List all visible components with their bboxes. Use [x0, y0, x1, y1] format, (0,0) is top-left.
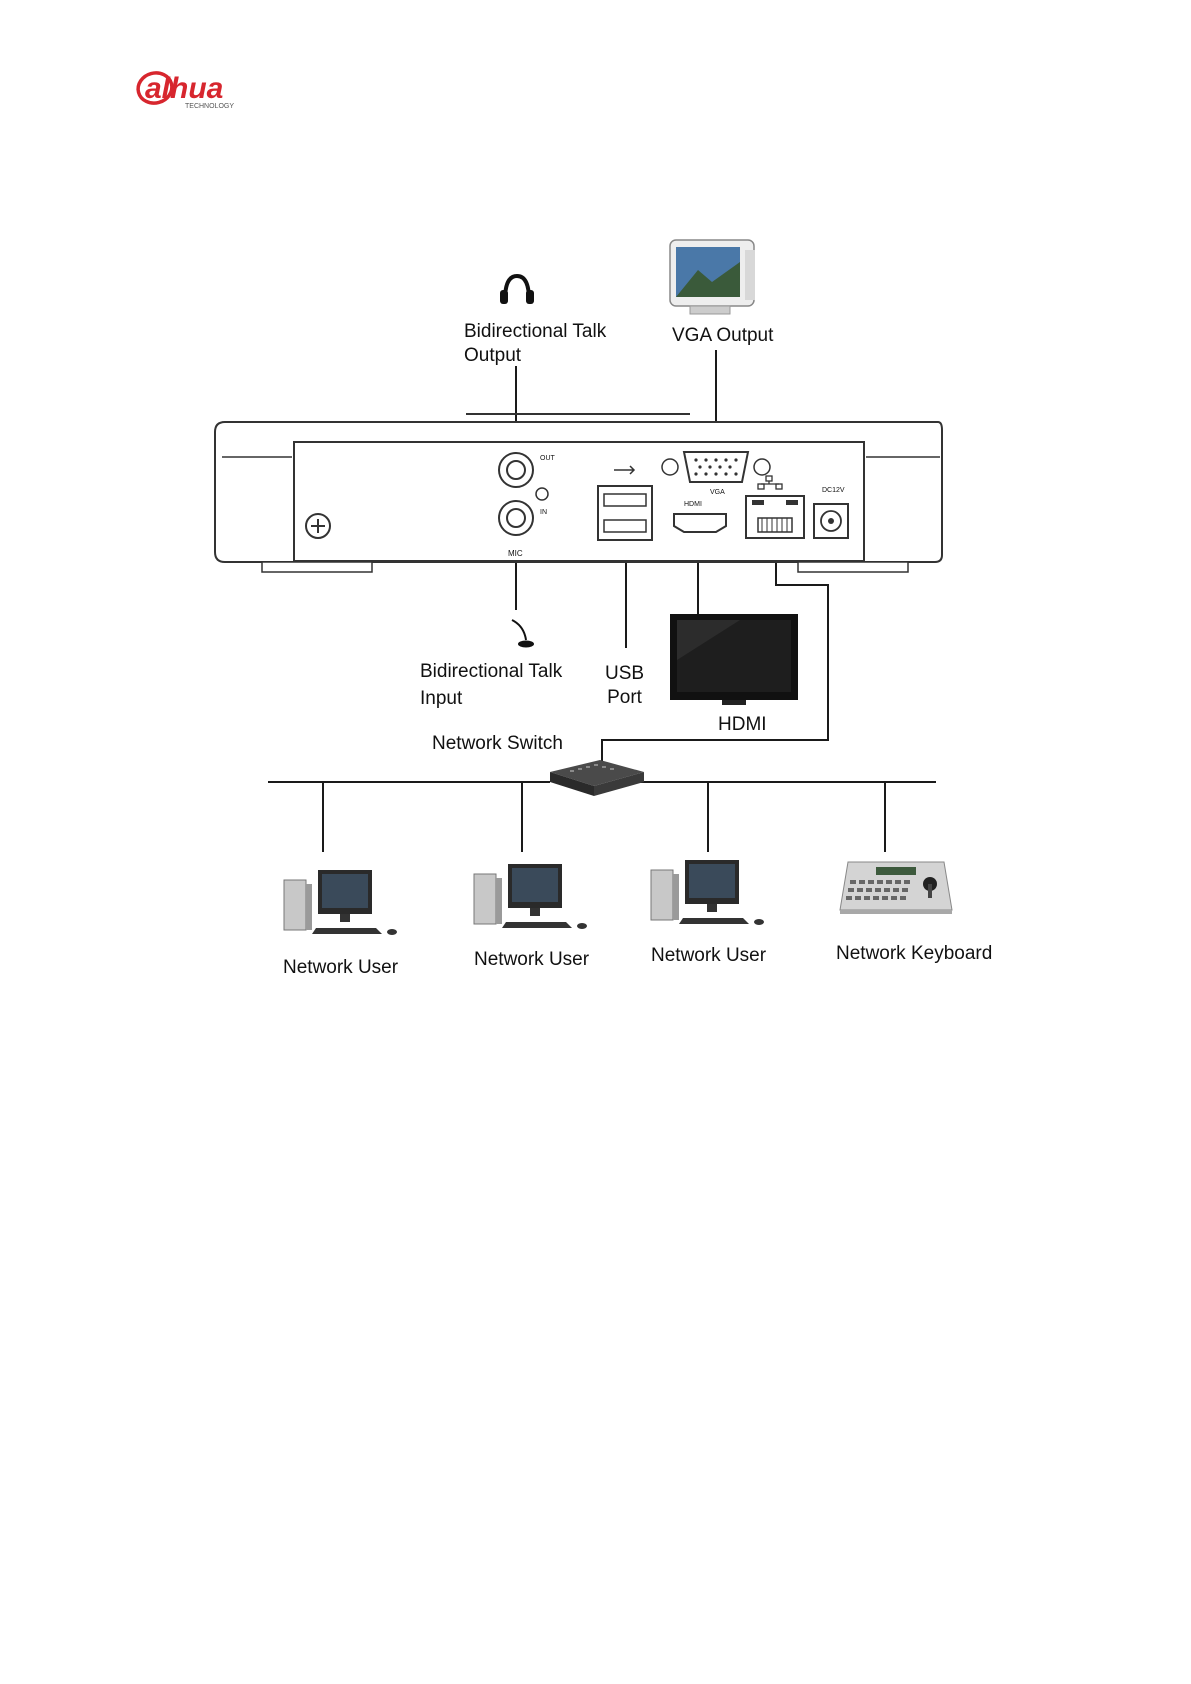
headphone-icon: [500, 276, 534, 304]
talk-output-label-line1: Bidirectional Talk: [464, 320, 606, 344]
hdmi-mark: HDMI: [684, 501, 702, 508]
talk-output-label: Bidirectional Talk Output: [464, 320, 606, 368]
desktop-pc-icon: [651, 860, 764, 925]
audio-out-mark: OUT: [540, 455, 556, 462]
network-keyboard-label: Network Keyboard: [836, 942, 992, 966]
talk-input-label-line1: Bidirectional Talk: [420, 658, 562, 685]
nvr-device-back: OUT IN MIC VGA HDMI: [215, 414, 942, 572]
network-user-label-1: Network User: [283, 956, 398, 980]
vga-output-label: VGA Output: [672, 324, 773, 348]
microphone-icon: [512, 620, 534, 648]
desktop-pc-icon: [474, 864, 587, 929]
network-user-label-3: Network User: [651, 944, 766, 968]
usb-port-label-line2: Port: [605, 686, 644, 710]
talk-input-label-line2: Input: [420, 685, 562, 712]
power-mark: DC12V: [822, 487, 845, 494]
audio-in-mark: IN: [540, 509, 547, 516]
crt-monitor-icon: [670, 240, 755, 314]
mic-mark: MIC: [508, 549, 523, 558]
vga-mark: VGA: [710, 489, 725, 496]
connection-diagram: OUT IN MIC VGA HDMI: [0, 0, 1191, 1000]
tv-icon: [670, 614, 798, 705]
keyboard-controller-icon: [840, 862, 952, 914]
usb-port-label-line1: USB: [605, 662, 644, 686]
talk-input-label: Bidirectional Talk Input: [420, 658, 562, 712]
network-switch-label: Network Switch: [432, 732, 563, 756]
network-switch-icon: [550, 760, 644, 796]
desktop-pc-icon: [284, 870, 397, 935]
usb-port-label: USB Port: [605, 662, 644, 710]
network-user-label-2: Network User: [474, 948, 589, 972]
hdmi-label: HDMI: [718, 713, 767, 737]
talk-output-label-line2: Output: [464, 344, 606, 368]
